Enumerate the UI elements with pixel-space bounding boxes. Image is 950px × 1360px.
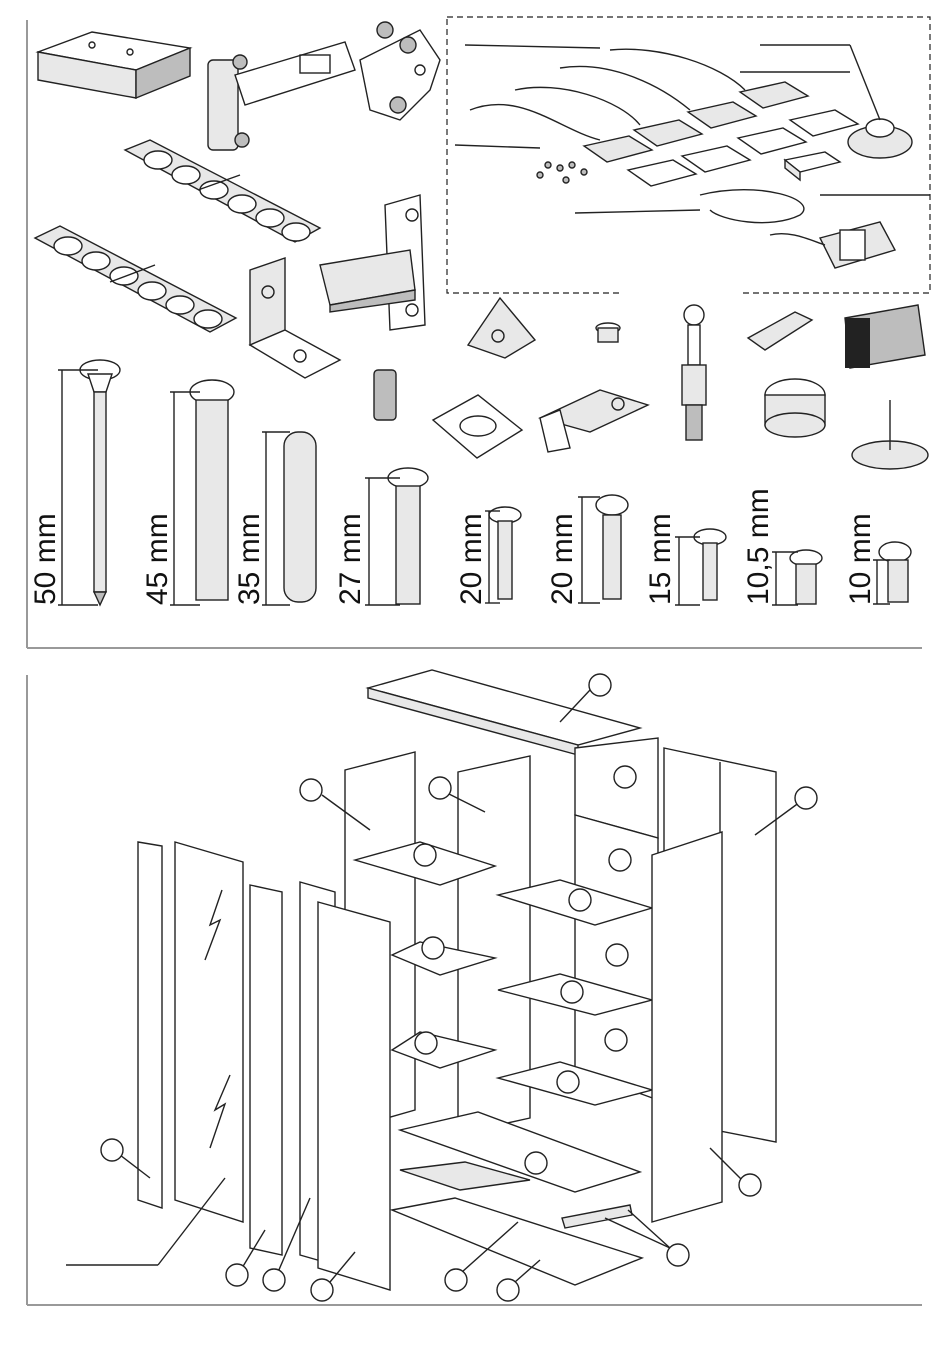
dimension-label: 35 mm (233, 513, 266, 605)
distributor-icon (785, 152, 840, 180)
hinge-plate-icon (360, 22, 440, 120)
felt-pad-strip-icon (35, 226, 236, 332)
dimension-label: 50 mm (29, 513, 62, 605)
touch-switch-icon (848, 119, 912, 158)
cam-lock-icon (765, 379, 825, 437)
screw-50mm-icon (58, 360, 120, 605)
dimension-label: 20 mm (455, 513, 488, 605)
small-screws-icon (537, 162, 587, 183)
glide-nail-icon (852, 400, 928, 469)
dimension-label: 45 mm (141, 513, 174, 605)
black-block-icon (845, 305, 925, 368)
dimension-label: 10 mm (844, 513, 877, 605)
screw-45mm-icon (170, 380, 234, 605)
corner-block-icon (468, 298, 535, 358)
plastic-bushing-icon (596, 323, 620, 342)
felt-pad-strip-icon (125, 140, 320, 242)
dimension-label: 20 mm (546, 513, 579, 605)
machine-bolt-icon (873, 542, 911, 604)
l-shelf-clip-icon (540, 390, 648, 452)
connector-bolt-icon (682, 305, 706, 440)
screw-15mm-icon (675, 529, 726, 605)
threaded-insert-icon (374, 370, 396, 420)
power-adapter-icon (770, 222, 895, 268)
glass-door (175, 842, 243, 1222)
screw-20mm-pan-icon (578, 495, 628, 603)
left-door (318, 902, 390, 1290)
dimension-label: 15 mm (644, 513, 677, 605)
led-light-unit-icon (584, 82, 858, 186)
led-lighting-kit (447, 17, 930, 297)
door-frame-strip (138, 842, 162, 1208)
felt-disc-icon (433, 395, 522, 458)
screw-20mm-countersunk-icon (485, 507, 521, 603)
right-door (652, 832, 722, 1222)
euro-screw-icon (772, 550, 822, 605)
dimension-label: 27 mm (334, 513, 367, 605)
concealed-hinge-icon (208, 42, 355, 150)
wooden-block-icon (38, 32, 190, 98)
clip-hinge-icon (320, 195, 425, 330)
screw-27mm-icon (365, 468, 428, 605)
dimension-label: 10,5 mm (742, 488, 775, 605)
shelf-support-icon (748, 312, 812, 350)
wooden-dowel-icon (262, 432, 316, 605)
